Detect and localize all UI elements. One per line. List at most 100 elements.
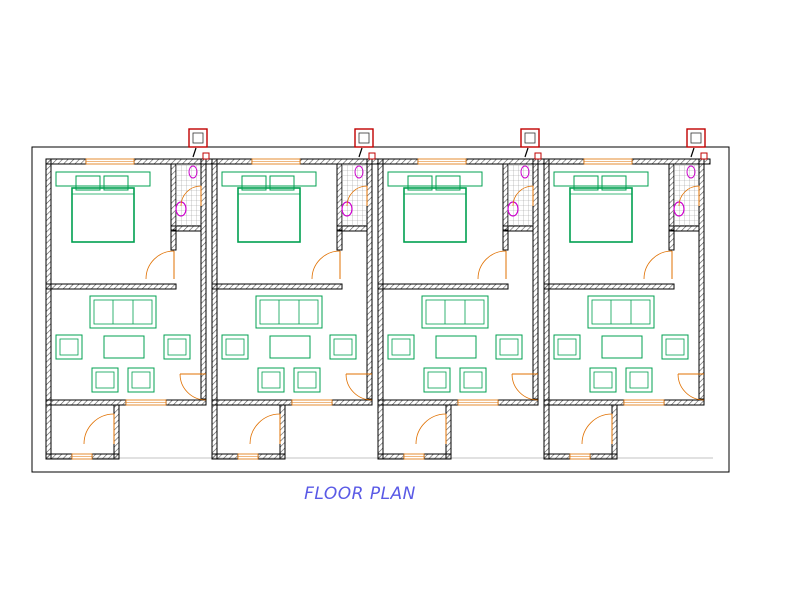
coffee-table (435, 335, 477, 359)
armchair-seat (131, 371, 151, 389)
wall (465, 158, 545, 165)
armchair (661, 334, 689, 360)
wall (377, 158, 384, 460)
armchair-seat (463, 371, 483, 389)
pillow (601, 175, 627, 191)
armchair (221, 334, 249, 360)
vent-pipe (192, 147, 197, 158)
door-swing (179, 373, 207, 401)
wall (133, 158, 213, 165)
armchair-seat (557, 338, 577, 356)
armchair (329, 334, 357, 360)
armchair (293, 367, 321, 393)
wall (211, 453, 239, 460)
wall (543, 158, 585, 165)
chimney (686, 128, 706, 148)
door-swing (512, 185, 534, 207)
wall (45, 158, 87, 165)
armchair (553, 334, 581, 360)
wall (668, 229, 675, 251)
armchair-seat (297, 371, 317, 389)
wall (543, 283, 675, 290)
wall (377, 283, 509, 290)
door-swing (145, 250, 175, 280)
wall (497, 399, 539, 406)
floor-plan-title: FLOOR PLAN (304, 484, 416, 504)
unit-3 (377, 128, 545, 460)
wall (611, 404, 618, 460)
chimney-flue (524, 132, 536, 144)
pillow (435, 175, 461, 191)
pillow (269, 175, 295, 191)
armchair-seat (391, 338, 411, 356)
coffee-table (601, 335, 643, 359)
wall (257, 453, 286, 460)
vent-outlet (534, 152, 542, 160)
wall (211, 399, 293, 406)
sofa (255, 295, 323, 329)
pillow (573, 175, 599, 191)
wall (631, 158, 711, 165)
armchair-seat (593, 371, 613, 389)
wall (366, 158, 373, 400)
site-boundary (31, 146, 730, 473)
wall (377, 453, 405, 460)
door-swing (345, 373, 373, 401)
door-swing (511, 373, 539, 401)
sofa (421, 295, 489, 329)
door-swing (477, 250, 507, 280)
armchair (55, 334, 83, 360)
unit-1 (45, 128, 213, 460)
door-swing (249, 413, 281, 445)
wall (589, 453, 618, 460)
wall (200, 158, 207, 400)
armchair (257, 367, 285, 393)
armchair-seat (95, 371, 115, 389)
unit-2 (211, 128, 379, 460)
wall (336, 163, 343, 231)
door-swing (415, 413, 447, 445)
bed (71, 187, 135, 243)
headboard (387, 171, 483, 187)
wall (211, 283, 343, 290)
door-swing (83, 413, 115, 445)
wall (502, 229, 509, 251)
wall (279, 404, 286, 460)
vent-outlet (202, 152, 210, 160)
door-swing (346, 185, 368, 207)
vent-outlet (368, 152, 376, 160)
coffee-table (269, 335, 311, 359)
headboard (221, 171, 317, 187)
coffee-table (103, 335, 145, 359)
wall (423, 453, 452, 460)
vent-outlet (700, 152, 708, 160)
wall (331, 399, 373, 406)
armchair-seat (427, 371, 447, 389)
toilet (520, 165, 530, 179)
armchair (91, 367, 119, 393)
armchair (589, 367, 617, 393)
armchair-seat (499, 338, 519, 356)
armchair (163, 334, 191, 360)
wall (502, 163, 509, 231)
bed (237, 187, 301, 243)
door-swing (678, 185, 700, 207)
wall (170, 163, 177, 231)
sofa-seat (93, 299, 153, 325)
door-swing (643, 250, 673, 280)
armchair (459, 367, 487, 393)
armchair (127, 367, 155, 393)
wall (45, 399, 127, 406)
pillow (407, 175, 433, 191)
door-swing (581, 413, 613, 445)
door-swing (311, 250, 341, 280)
armchair-seat (665, 338, 685, 356)
sofa-seat (425, 299, 485, 325)
vent-pipe (690, 147, 695, 158)
armchair-seat (333, 338, 353, 356)
wall (91, 453, 120, 460)
toilet (354, 165, 364, 179)
wall (698, 158, 705, 400)
sofa (587, 295, 655, 329)
wall (113, 404, 120, 460)
